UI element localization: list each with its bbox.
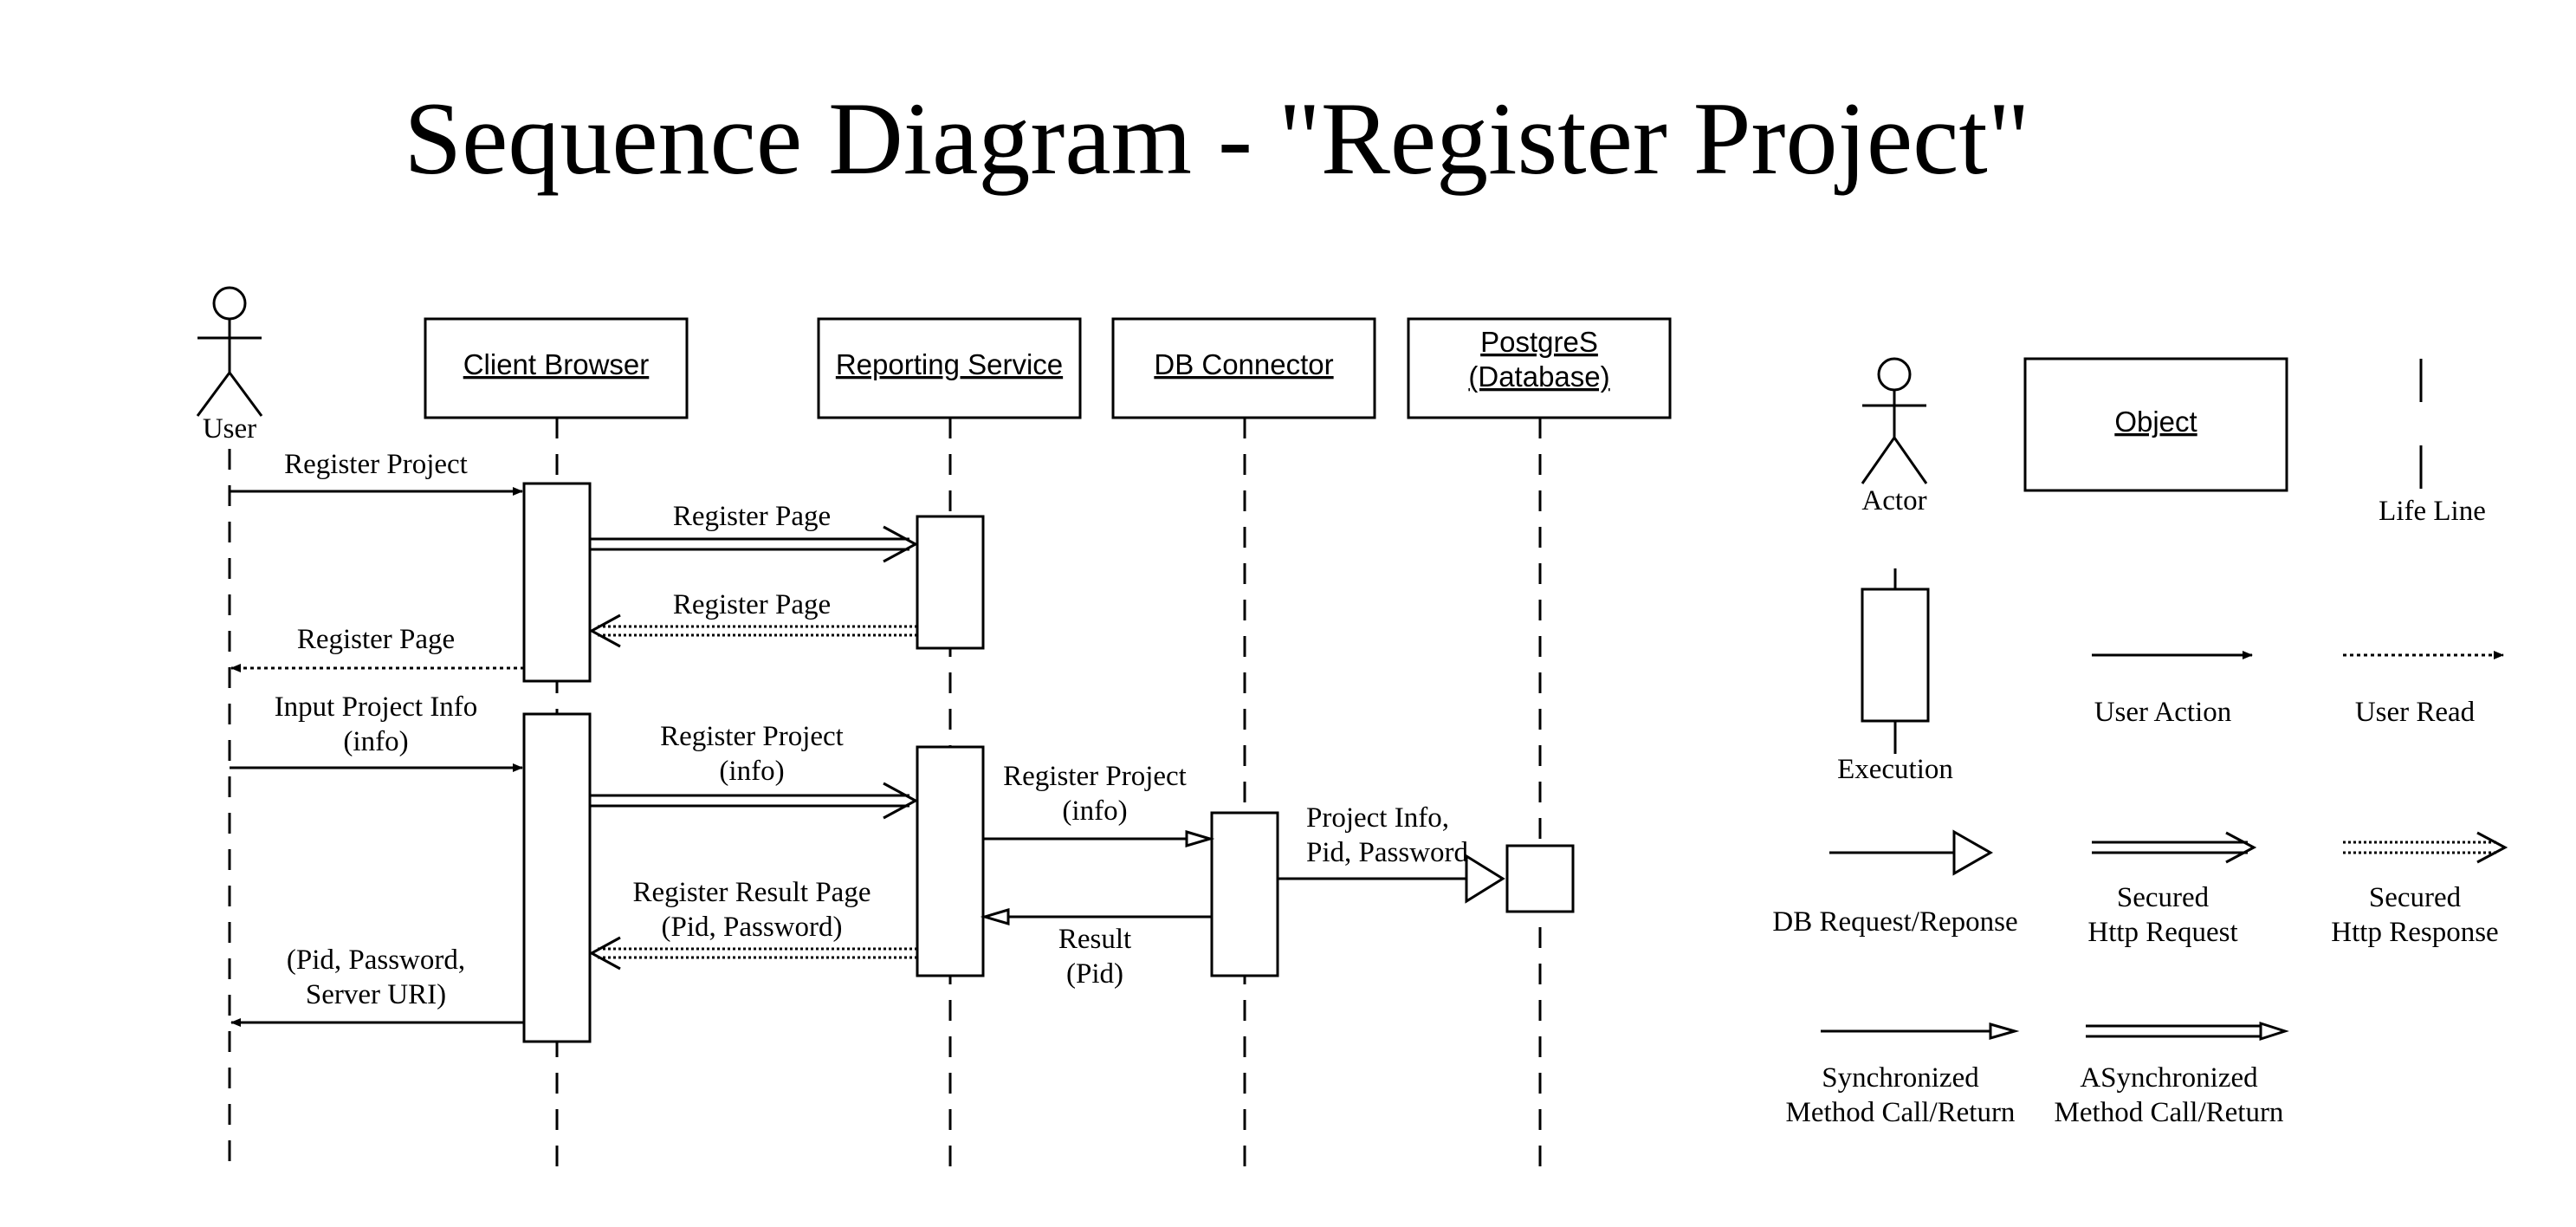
execution-reporting-service-1 (916, 515, 985, 650)
execution-reporting-service-2 (916, 745, 985, 977)
legend-execution-icon (1861, 568, 1930, 754)
legend-db-request-label: DB Request/Reponse (1772, 906, 2017, 938)
message-label-register-page-response: Register Page (673, 589, 831, 620)
participant-client-browser (424, 317, 689, 419)
message-label-input-project-info-2: (info) (343, 726, 408, 757)
message-label-result-2: (Pid) (1066, 958, 1123, 990)
legend-user-read-label: User Read (2355, 697, 2476, 728)
message-label-register-page-read: Register Page (297, 624, 455, 655)
message-label-result-1: Result (1058, 924, 1131, 955)
message-label-db-request-1: Project Info, (1306, 802, 1449, 834)
legend-secured-response-label-1: Secured (2369, 882, 2462, 913)
legend-object-box (2023, 357, 2288, 492)
legend-sync-label-1: Synchronized (1822, 1062, 1979, 1094)
legend-async-arrow (2086, 1021, 2289, 1042)
message-arrow-register-page-request (590, 525, 919, 563)
actor-user (196, 286, 263, 417)
participant-reporting-service-label: Reporting Service (836, 348, 1063, 380)
legend-secured-request-label-2: Http Request (2087, 917, 2237, 948)
legend-async-label-1: ASynchronized (2080, 1062, 2258, 1094)
participant-db-connector (1111, 317, 1376, 419)
message-label-register-project: Register Project (284, 449, 468, 480)
message-label-pid-password-uri-2: Server URI) (306, 979, 446, 1010)
page-title: Sequence Diagram - "Register Project" (404, 81, 2029, 196)
legend-lifeline-label: Life Line (2379, 496, 2486, 527)
participant-postgres-label-2: (Database) (1468, 360, 1609, 393)
legend-db-request-arrow (1829, 829, 1994, 876)
participant-postgres-label-1: PostgreS (1480, 326, 1598, 358)
actor-user-label: User (203, 413, 256, 445)
message-label-pid-password-uri-1: (Pid, Password, (287, 945, 465, 976)
participant-db-connector-label: DB Connector (1154, 348, 1333, 380)
message-label-input-project-info-1: Input Project Info (275, 691, 478, 723)
legend-secured-request-arrow (2092, 831, 2257, 864)
message-arrow-register-project-call (983, 829, 1215, 848)
message-label-register-project-call-2: (info) (1062, 795, 1127, 827)
message-label-register-project-call-1: Register Project (1003, 761, 1187, 792)
actor-head (212, 286, 247, 321)
message-arrow-db-request (1278, 854, 1505, 904)
participant-client-browser-label: Client Browser (463, 348, 650, 380)
legend-secured-response-arrow (2343, 831, 2508, 864)
message-label-register-result-page-2: (Pid, Password) (661, 912, 842, 943)
legend-user-action-label: User Action (2094, 697, 2232, 728)
legend-object-label: Object (2114, 406, 2197, 438)
message-arrow-register-page-response (588, 614, 917, 648)
execution-postgres (1505, 844, 1575, 913)
execution-client-browser-2 (522, 712, 592, 1043)
message-arrow-result (980, 907, 1212, 926)
message-arrow-register-project-request (590, 782, 919, 820)
message-label-register-project-request-1: Register Project (660, 721, 844, 752)
execution-client-browser-1 (522, 482, 592, 683)
legend-secured-response-label-2: Http Response (2331, 917, 2498, 948)
legend-actor-label: Actor (1861, 485, 1926, 516)
legend-async-label-2: Method Call/Return (2055, 1097, 2284, 1128)
message-label-register-page-request: Register Page (673, 501, 831, 532)
execution-db-connector (1210, 811, 1279, 977)
legend-secured-request-label-1: Secured (2117, 882, 2210, 913)
legend-execution-label: Execution (1837, 754, 1953, 785)
legend-sync-arrow (1821, 1022, 2020, 1040)
participant-reporting-service (817, 317, 1082, 419)
message-label-register-project-request-2: (info) (719, 756, 784, 787)
message-label-db-request-2: Pid, Password (1306, 837, 1469, 868)
message-label-register-result-page-1: Register Result Page (633, 877, 871, 908)
message-arrow-register-result-page (588, 936, 917, 971)
legend-actor-icon (1861, 357, 1928, 484)
legend-sync-label-2: Method Call/Return (1786, 1097, 2016, 1128)
legend: Actor Object Life Line Execution User Ac… (1772, 357, 2508, 1128)
participant-postgres (1407, 317, 1672, 419)
